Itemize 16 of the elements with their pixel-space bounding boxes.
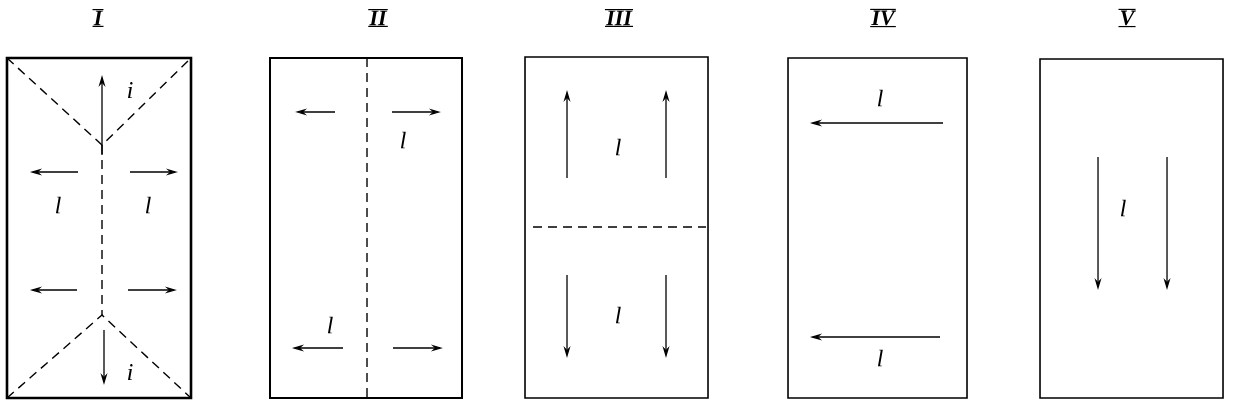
slope-letter: l [327, 316, 333, 334]
slope-letter: l [55, 196, 61, 214]
heading: I [91, 9, 105, 27]
heading: III [604, 9, 634, 27]
slope-letter: l [877, 349, 883, 367]
slope-letter: i [128, 364, 133, 380]
slope-letter: l [1120, 199, 1126, 217]
slope-letter: l [615, 306, 621, 324]
slope-letter: l [615, 138, 621, 156]
slope-letter: l [145, 196, 151, 214]
heading: V [1117, 8, 1137, 28]
slope-letter: l [400, 131, 406, 149]
heading: IV [869, 8, 897, 28]
slope-letter: l [877, 89, 883, 107]
heading: II [367, 9, 389, 27]
slope-letter: i [128, 82, 133, 98]
